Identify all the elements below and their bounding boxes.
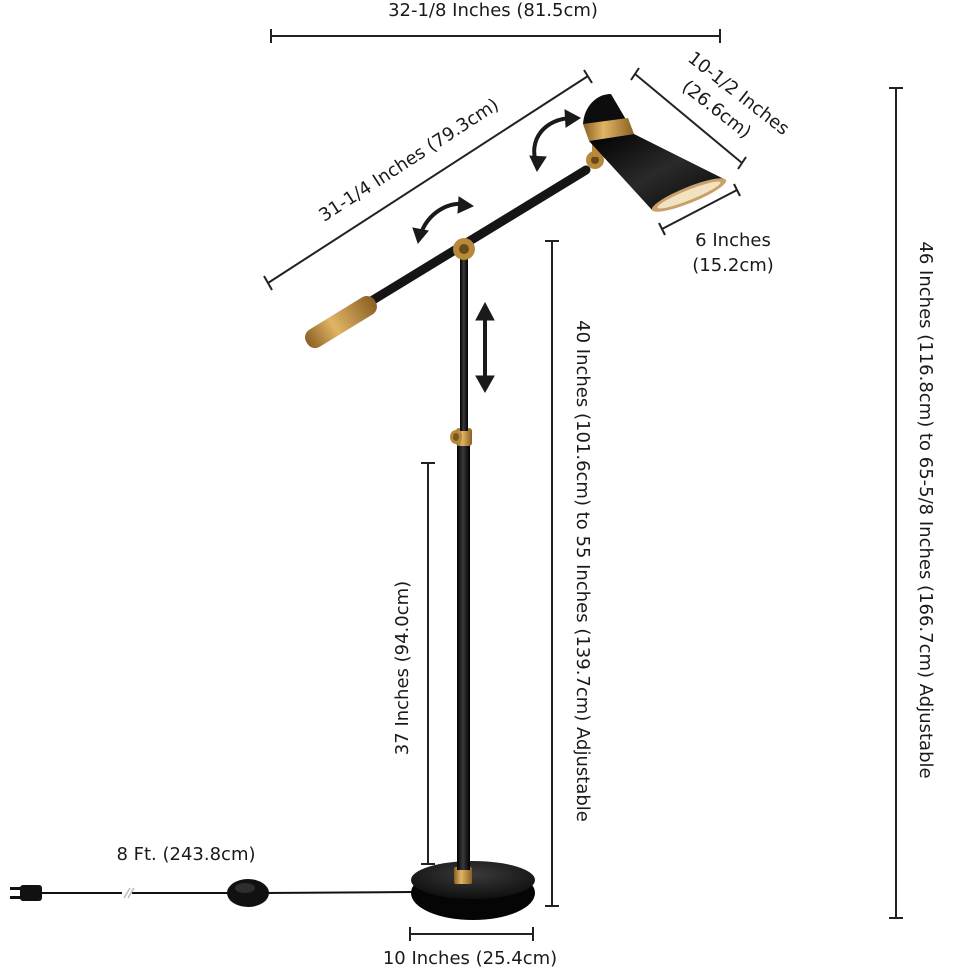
brass-counterweight [305,295,377,349]
base-collar [454,867,472,884]
shade-diameter-label-line1: 6 Inches [695,230,771,251]
overall-width-dimension: 32-1/8 Inches (81.5cm) [270,0,721,43]
floor-lamp [10,94,727,920]
overall-width-label: 32-1/8 Inches (81.5cm) [388,0,598,21]
lamp-arm [368,165,591,305]
arm-length-dimension: 31-1/4 Inches (79.3cm) [263,69,593,291]
arm-length-label: 31-1/4 Inches (79.3cm) [315,94,502,226]
rotate-arrow-icon [529,109,581,173]
shade-diameter-label-line2: (15.2cm) [692,255,774,276]
base-diameter-dimension: 10 Inches (25.4cm) [383,927,557,969]
foot-switch-icon [227,879,269,907]
height-adjust-knob [450,428,472,446]
rotate-arrow-icon [412,196,475,245]
lower-pole-height-label: 37 Inches (94.0cm) [392,581,413,755]
cord-length-label: 8 Ft. (243.8cm) [116,844,255,865]
power-cord [40,891,413,894]
lower-pole-height-dimension: 37 Inches (94.0cm) [392,462,435,865]
shade-diameter-dimension: 6 Inches (15.2cm) [658,183,774,276]
base-diameter-label: 10 Inches (25.4cm) [383,948,557,969]
shade-joint [586,143,604,169]
pivot-height-label: 40 Inches (101.6cm) to 55 Inches (139.7c… [572,320,593,822]
overall-height-label: 46 Inches (116.8cm) to 65-5/8 Inches (16… [915,241,936,778]
overall-height-dimension: 46 Inches (116.8cm) to 65-5/8 Inches (16… [889,87,936,919]
lower-pole [457,440,470,870]
vertical-adjust-arrow-icon [475,301,495,394]
pivot-height-dimension: 40 Inches (101.6cm) to 55 Inches (139.7c… [545,240,593,907]
arm-pivot-joint [453,238,475,260]
plug-icon [10,885,42,901]
lamp-base [411,861,535,920]
upper-pole [460,255,468,431]
lamp-shade [583,94,727,212]
